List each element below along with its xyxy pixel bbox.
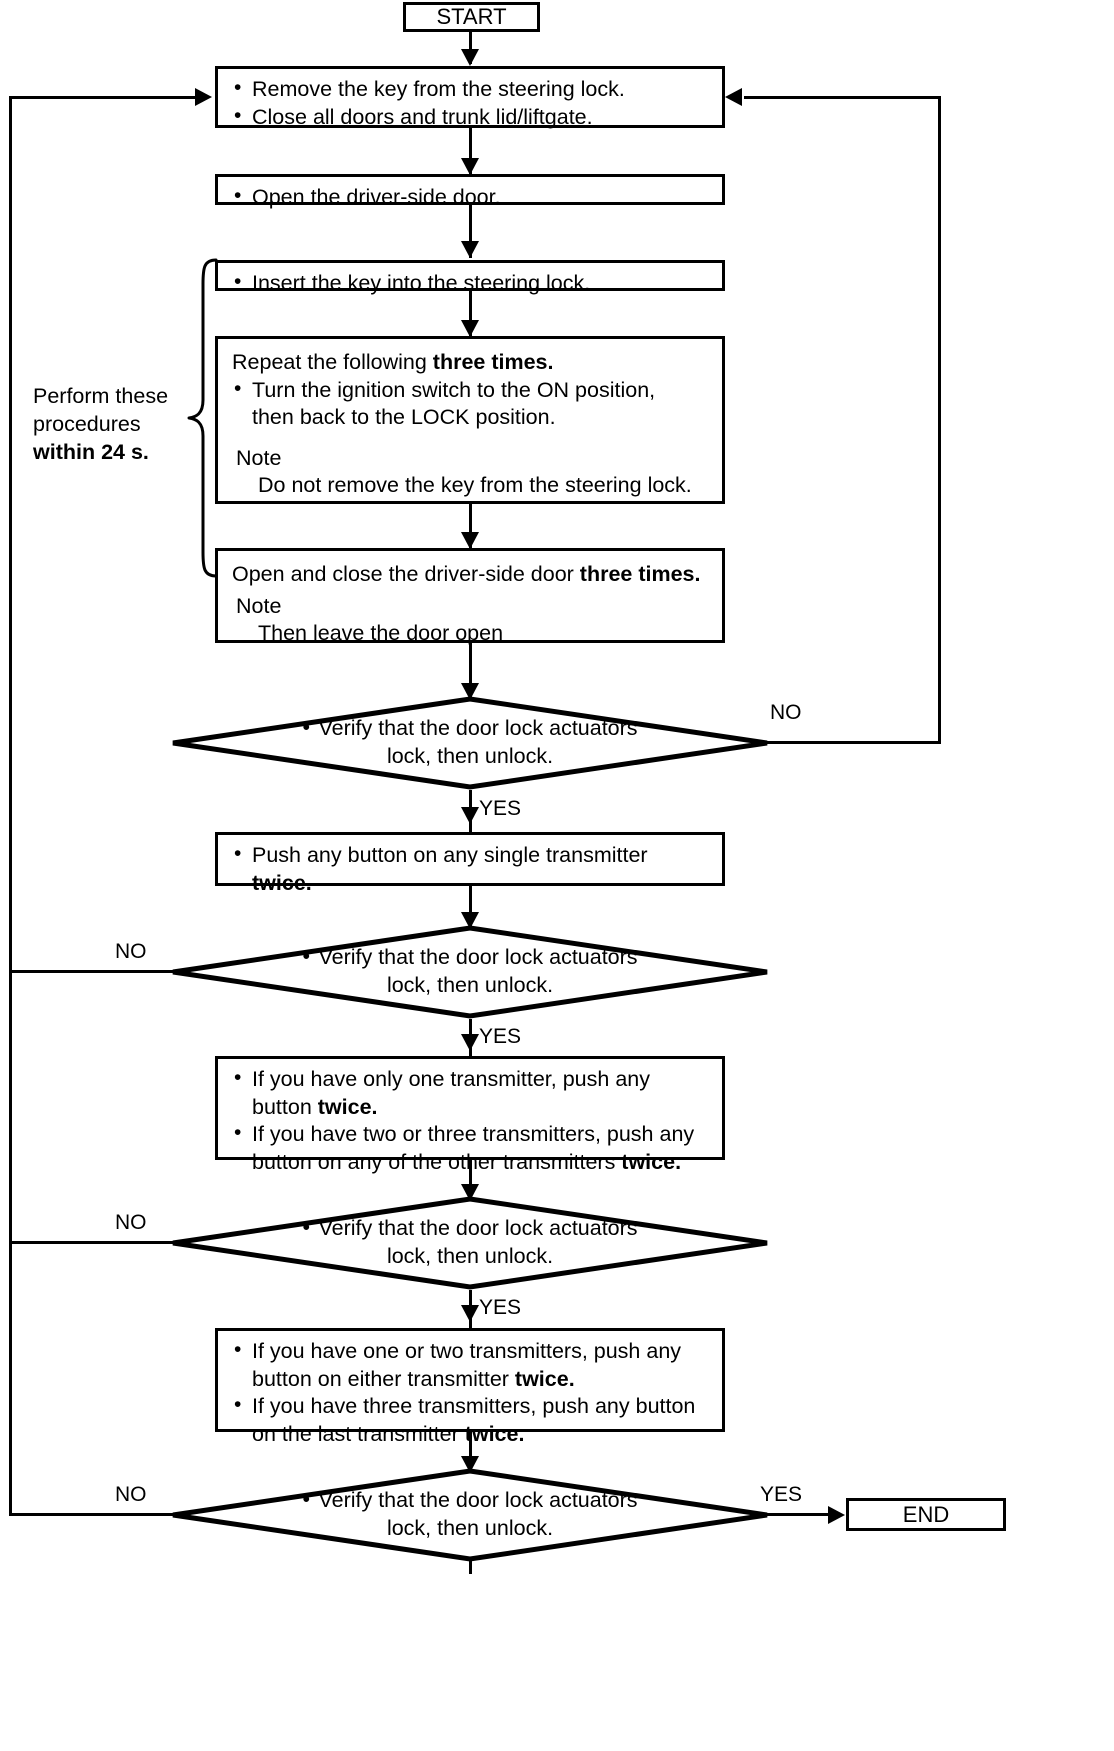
arrow-repeat-to-open-close [461, 532, 479, 549]
connector-push-single-to-verify2 [469, 886, 472, 929]
arrow-verify3-yes [461, 1305, 479, 1322]
procedure-note-line-3: within 24 s. [33, 439, 149, 464]
step-push-single-transmitter: Push any button on any single transmitte… [215, 832, 725, 895]
arrow-verify4-yes-to-end [828, 1506, 845, 1524]
push-single-line-2-bold: twice. [252, 870, 312, 895]
arrow-push-last-to-verify4 [461, 1456, 479, 1473]
connector-verify4-bottom-stub [469, 1560, 472, 1574]
repeat-spacer [232, 432, 712, 445]
remove-key-line-2: Close all doors and trunk lid/liftgate. [232, 103, 712, 132]
connector-verify1-no-horizontal [766, 741, 941, 744]
connector-open-close-to-verify1 [469, 643, 472, 700]
start-label: START [436, 4, 507, 29]
procedure-note-line-2: procedures [33, 411, 141, 436]
arrow-push-other-to-verify3 [461, 1184, 479, 1201]
label-verify4-yes: YES [760, 1483, 803, 1506]
open-close-heading-plain: Open and close the driver-side door [232, 562, 580, 586]
connector-verify3-no-horizontal [9, 1241, 174, 1244]
label-verify2-yes: YES [479, 1025, 522, 1048]
remove-key-line-1: Remove the key from the steering lock. [232, 75, 712, 104]
connector-remove-key-to-open-door [469, 128, 472, 174]
connector-verify1-no-return [744, 96, 941, 99]
arrow-start-to-remove-key [461, 49, 479, 66]
step-repeat-three-times: Repeat the following three times. Turn t… [215, 336, 725, 504]
insert-key-line-1: Insert the key into the steering lock. [232, 269, 712, 298]
push-other-b2-line-2-plain: button on any of the other transmitters [252, 1149, 622, 1174]
arrow-left-return-into-remove-key [195, 88, 212, 106]
push-last-b2-line-1: If you have three transmitters, push any… [232, 1392, 712, 1421]
open-door-line-1: Open the driver-side door. [232, 183, 712, 212]
arrow-remove-key-to-open-door [461, 158, 479, 175]
open-close-heading: Open and close the driver-side door thre… [232, 561, 712, 589]
push-other-b1-line-2-bold: twice. [317, 1094, 378, 1119]
connector-verify1-no-vertical [938, 96, 941, 744]
push-other-b1-line-2-plain: button [252, 1094, 318, 1119]
repeat-bullet-1-cont: then back to the LOCK position. [252, 405, 556, 430]
decision-verify2: Verify that the door lock actuators lock… [170, 925, 770, 1019]
end-label: END [902, 1501, 950, 1527]
connector-verify4-yes-to-end [766, 1513, 838, 1516]
label-verify1-yes: YES [479, 797, 522, 820]
step-open-driver-door: Open the driver-side door. [215, 174, 725, 209]
procedure-group-note: Perform these procedures within 24 s. [33, 383, 168, 467]
connector-push-other-to-verify3 [469, 1160, 472, 1202]
repeat-heading-bold: three times. [432, 350, 554, 374]
decision-verify4: Verify that the door lock actuators lock… [170, 1468, 770, 1562]
push-last-b1-line-2-bold: twice. [514, 1366, 575, 1391]
decision-verify3: Verify that the door lock actuators lock… [170, 1196, 770, 1290]
push-last-b2-line-2-plain: on the last transmitter [252, 1421, 465, 1446]
connector-left-return-rail [9, 96, 12, 1516]
step-insert-key: Insert the key into the steering lock. [215, 260, 725, 295]
step-push-other-transmitters: If you have only one transmitter, push a… [215, 1056, 725, 1174]
connector-left-return-into-remove-key [9, 96, 197, 99]
push-single-line-1: Push any button on any single transmitte… [232, 841, 712, 870]
step-remove-key: Remove the key from the steering lock. C… [215, 66, 725, 129]
label-verify4-no: NO [115, 1483, 147, 1506]
arrow-verify1-yes [461, 807, 479, 824]
connector-repeat-to-open-close [469, 504, 472, 549]
push-single-line-2: twice. [232, 870, 712, 898]
arrow-insert-key-to-repeat [461, 320, 479, 337]
connector-open-door-to-insert-key [469, 205, 472, 258]
procedure-group-brace [186, 258, 220, 578]
label-verify3-yes: YES [479, 1296, 522, 1319]
connector-verify4-no-horizontal [9, 1513, 174, 1516]
start-node: START [403, 2, 540, 32]
arrow-open-door-to-insert-key [461, 241, 479, 258]
connector-start-to-remove-key [469, 32, 472, 64]
repeat-note-label: Note [236, 445, 282, 470]
end-node: END [846, 1498, 1006, 1531]
connector-insert-key-to-repeat [469, 291, 472, 336]
repeat-bullet-1: Turn the ignition switch to the ON posit… [232, 376, 712, 405]
label-verify1-no: NO [770, 701, 802, 724]
procedure-note-line-1: Perform these [33, 384, 169, 408]
push-last-b2-line-2-bold: twice. [464, 1421, 525, 1446]
push-last-b1-line-2-plain: button on either transmitter [252, 1366, 515, 1391]
push-other-b2-line-2-bold: twice. [621, 1149, 682, 1174]
arrow-verify1-no-into-remove-key [725, 88, 742, 106]
push-other-b2-line-2: button on any of the other transmitters … [232, 1149, 712, 1177]
push-other-b2-line-1: If you have two or three transmitters, p… [232, 1120, 712, 1149]
connector-push-last-to-verify4 [469, 1432, 472, 1474]
connector-verify2-no-horizontal [9, 970, 174, 973]
open-close-note-text: Then leave the door open [258, 621, 504, 646]
label-verify2-no: NO [115, 940, 147, 963]
push-other-b1-line-1: If you have only one transmitter, push a… [232, 1065, 712, 1094]
step-open-close-door: Open and close the driver-side door thre… [215, 548, 725, 645]
push-other-b1-line-2: button twice. [232, 1094, 712, 1122]
arrow-verify2-yes [461, 1034, 479, 1051]
arrow-open-close-to-verify1 [461, 683, 479, 700]
label-verify3-no: NO [115, 1211, 147, 1234]
open-close-note-label: Note [236, 593, 282, 618]
step-push-last-transmitter: If you have one or two transmitters, pus… [215, 1328, 725, 1446]
decision-verify1: Verify that the door lock actuators lock… [170, 696, 770, 790]
repeat-heading: Repeat the following three times. [232, 349, 712, 377]
repeat-heading-plain: Repeat the following [232, 350, 433, 374]
push-last-b1-line-1: If you have one or two transmitters, pus… [232, 1337, 712, 1366]
open-close-heading-bold: three times. [579, 562, 701, 586]
arrow-push-single-to-verify2 [461, 912, 479, 929]
push-last-b2-line-2: on the last transmitter twice. [232, 1421, 712, 1449]
repeat-note-text: Do not remove the key from the steering … [258, 473, 692, 498]
push-last-b1-line-2: button on either transmitter twice. [232, 1366, 712, 1394]
